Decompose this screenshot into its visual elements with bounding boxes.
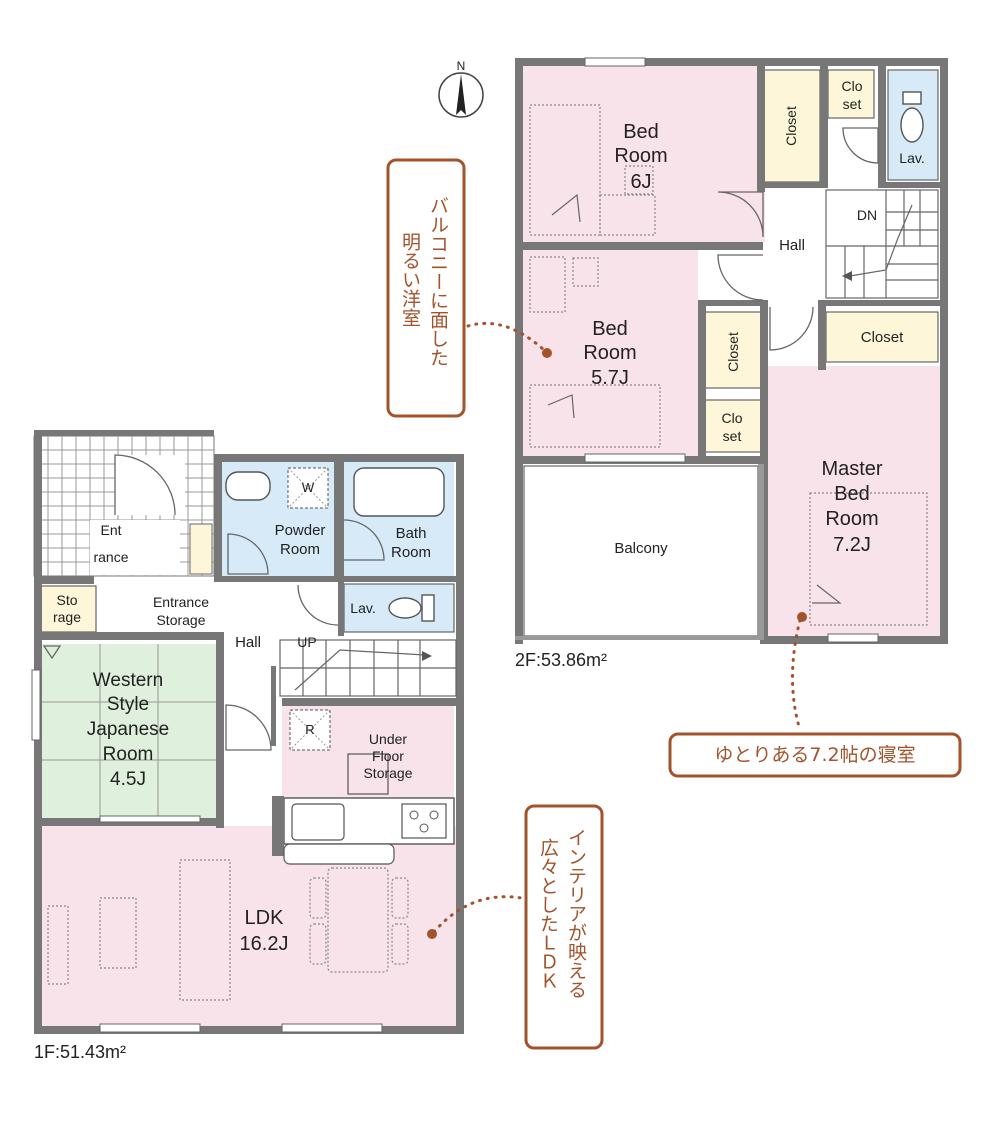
entrance-label-2: rance xyxy=(93,549,128,565)
master-size: 7.2J xyxy=(833,534,871,556)
washer-label: W xyxy=(302,480,315,495)
western-room-label-3: Japanese xyxy=(87,719,169,740)
callout-balcony-room: バルコニーに面した 明るい洋室 xyxy=(386,158,552,418)
bedroom2-door[interactable] xyxy=(717,254,764,301)
compass-north-label: N xyxy=(457,59,466,73)
under-floor-label-1: Under xyxy=(369,731,407,747)
bedroom1-floor xyxy=(523,66,765,242)
master-label-2: Bed xyxy=(834,483,870,505)
floor2-stairs xyxy=(825,189,939,299)
closet-small1-floor xyxy=(827,69,875,119)
callout-balcony-line-1: バルコニーに面した xyxy=(427,196,449,367)
closet2-floor xyxy=(704,311,762,389)
western-room-label-1: Western xyxy=(93,670,163,691)
ldk-size: 16.2J xyxy=(240,933,289,955)
closet3-label: Closet xyxy=(861,329,904,346)
floor1-plan: Ent rance Entrance Storage Sto rage Powd… xyxy=(31,430,464,1062)
entrance-storage-label-1: Entrance xyxy=(153,594,209,610)
kitchen-sink-icon xyxy=(291,803,345,841)
lavatory1-door[interactable] xyxy=(297,584,339,626)
master-bedroom-floor xyxy=(768,366,940,636)
bedroom1-label-2: Room xyxy=(614,145,667,167)
north-arrow-icon xyxy=(456,74,466,115)
powder-room-door[interactable] xyxy=(227,533,269,575)
powder-room-label-1: Powder xyxy=(275,522,326,539)
bedroom1-size: 6J xyxy=(630,171,651,193)
storage-label-2: rage xyxy=(53,609,81,625)
hall2-label: Hall xyxy=(779,237,805,254)
closet-small2-floor xyxy=(704,399,762,453)
compass: N xyxy=(438,59,484,118)
entrance-tiles xyxy=(33,435,215,577)
floor2-plan: Bed Room 6J Bed Room 5.7J Master Bed Roo… xyxy=(515,57,948,670)
callout-master-text: ゆとりある7.2帖の寝室 xyxy=(714,744,915,766)
lavatory2-door[interactable] xyxy=(842,127,879,164)
closet-small2-label-1: Clo xyxy=(721,410,742,426)
bedroom2-size: 5.7J xyxy=(591,367,629,389)
powder-room-label-2: Room xyxy=(280,541,320,558)
under-floor-label-3: Storage xyxy=(363,765,412,781)
stairs-up-label: UP xyxy=(297,634,316,650)
bedroom1-label-1: Bed xyxy=(623,121,659,143)
closet-small1-label-1: Clo xyxy=(841,78,862,94)
callout-ldk-line-1: インテリアが映える xyxy=(565,828,587,999)
closet2-label: Closet xyxy=(725,332,741,372)
lavatory2-label: Lav. xyxy=(899,150,924,166)
bathtub-icon xyxy=(353,467,445,517)
bath-room-door[interactable] xyxy=(343,519,385,561)
under-floor-hatch xyxy=(347,753,389,795)
floor2-area-label: 2F:53.86m² xyxy=(515,650,607,670)
callout-balcony-line-2: 明るい洋室 xyxy=(399,232,421,327)
front-door[interactable] xyxy=(114,454,176,516)
bedroom2-label-1: Bed xyxy=(592,318,628,340)
entrance-storage-floor xyxy=(189,523,213,575)
lavatory1-label: Lav. xyxy=(350,600,375,616)
callout-master-room: ゆとりある7.2帖の寝室 xyxy=(668,612,962,778)
bedroom1-door[interactable] xyxy=(717,191,764,238)
floor1-area-label: 1F:51.43m² xyxy=(34,1042,126,1062)
ldk-label: LDK xyxy=(245,907,285,929)
western-room-label-4: Room xyxy=(103,744,154,765)
closet-small2-label-2: set xyxy=(723,428,742,444)
callout-ldk-line-2: 広々としたＬＤＫ xyxy=(537,838,559,990)
closet1-label: Closet xyxy=(783,106,799,146)
floor1-stairs xyxy=(279,639,457,697)
sink-icon xyxy=(225,471,271,501)
bath-room-label-2: Room xyxy=(391,544,431,561)
entrance-label-1: Ent xyxy=(100,522,121,538)
storage-label-1: Sto xyxy=(56,592,77,608)
callout-ldk: インテリアが映える 広々としたＬＤＫ xyxy=(427,804,604,1050)
western-room-label-2: Style xyxy=(107,694,149,715)
stairs-dn-label: DN xyxy=(857,207,877,223)
fridge-label: R xyxy=(305,722,314,737)
entrance-storage-label-2: Storage xyxy=(156,612,205,628)
master-label-3: Room xyxy=(825,508,878,530)
western-room-size: 4.5J xyxy=(110,769,146,790)
western-room-door[interactable] xyxy=(225,704,272,751)
closet-small1-label-2: set xyxy=(843,96,862,112)
balcony-label: Balcony xyxy=(614,540,668,557)
bath-room-label-1: Bath xyxy=(396,525,427,542)
toilet1-icon xyxy=(388,597,422,619)
western-room-floor xyxy=(42,644,216,818)
master-door[interactable] xyxy=(769,306,814,351)
bedroom2-label-2: Room xyxy=(583,342,636,364)
under-floor-label-2: Floor xyxy=(372,748,404,764)
hall1-label: Hall xyxy=(235,634,261,651)
bedroom2-floor xyxy=(523,250,698,456)
closet1-floor xyxy=(761,69,821,183)
toilet2-icon xyxy=(900,107,924,143)
master-label-1: Master xyxy=(821,458,882,480)
stove-icon xyxy=(401,803,447,839)
